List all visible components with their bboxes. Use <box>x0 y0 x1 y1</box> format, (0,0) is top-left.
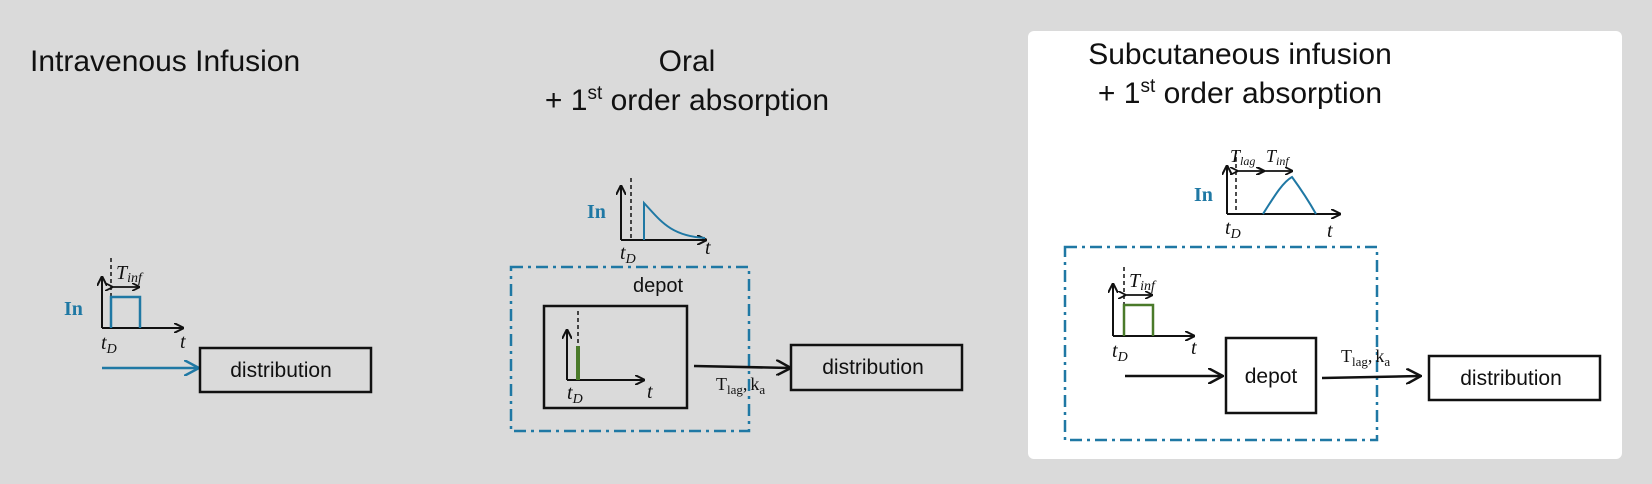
oral-title-sup: st <box>587 83 603 104</box>
oral-depot-inner-box <box>542 304 689 410</box>
oral-absorption-arrow <box>693 366 790 368</box>
sc-rate-label: Tlag,ka <box>1341 346 1390 369</box>
sc-title-suffix: order absorption <box>1155 77 1383 110</box>
iv-duration-label: Tinf <box>116 262 144 286</box>
iv-input-plot: In Tinf tD t <box>64 258 186 357</box>
sc-inner-dose-time-label: tD <box>1112 340 1128 365</box>
sc-lag-label: Tlag <box>1230 146 1255 168</box>
iv-dose-time-label: tD <box>101 332 117 357</box>
sc-title-sup: st <box>1140 76 1156 97</box>
sc-inf-label: Tinf <box>1266 146 1290 168</box>
oral-title: Oral + 1st order absorption <box>487 42 887 120</box>
sc-absorption-compartment <box>1063 245 1379 442</box>
sc-infusion-curve <box>1262 175 1317 215</box>
sc-dose-time-label: tD <box>1225 217 1241 242</box>
oral-input-plot: In tD t <box>587 178 711 267</box>
oral-depot-label: depot <box>633 275 683 297</box>
sc-title: Subcutaneous infusion + 1st order absorp… <box>1040 35 1440 113</box>
sc-title-prefix: + 1 <box>1097 77 1141 110</box>
oral-title-suffix: order absorption <box>602 84 830 117</box>
sc-input-label: In <box>1194 184 1213 206</box>
sc-absorption-arrow <box>1321 376 1420 378</box>
oral-dose-time-label: tD <box>620 242 636 267</box>
oral-bolus-plot: tD t <box>567 311 653 407</box>
sc-input-plot: In Tlag Tinf tD t <box>1194 146 1340 242</box>
sc-inner-infusion-plot: Tinf tD t <box>1112 267 1197 365</box>
oral-title-line1: Oral <box>658 45 716 78</box>
oral-title-line2: + 1st order absorption <box>487 81 887 120</box>
oral-distribution-label: distribution <box>822 356 924 379</box>
iv-distribution-label: distribution <box>230 359 332 382</box>
oral-depot-compartment <box>509 265 751 433</box>
iv-title: Intravenous Infusion <box>30 45 301 78</box>
sc-time-label: t <box>1327 220 1333 242</box>
iv-time-label: t <box>180 331 186 353</box>
iv-input-label: In <box>64 298 83 320</box>
sc-depot-label: depot <box>1245 365 1298 388</box>
subcutaneous-panel-background <box>1028 31 1622 459</box>
oral-time-label: t <box>705 237 711 259</box>
oral-title-prefix: + 1 <box>544 84 588 117</box>
sc-title-line2: + 1st order absorption <box>1040 74 1440 113</box>
iv-infusion-pulse <box>109 295 142 328</box>
oral-absorption-curve <box>643 200 706 240</box>
sc-distribution-box <box>1427 354 1602 402</box>
iv-distribution-box <box>198 346 373 394</box>
sc-inner-time-label: t <box>1191 337 1197 359</box>
oral-bolus-dose <box>576 346 580 380</box>
sc-distribution-label: distribution <box>1460 367 1562 390</box>
sc-inner-duration-label: Tinf <box>1129 270 1157 294</box>
oral-distribution-box <box>789 343 964 392</box>
oral-rate-label: Tlag,ka <box>716 374 765 397</box>
oral-inner-time-label: t <box>647 381 653 403</box>
sc-inner-infusion-pulse <box>1122 303 1155 336</box>
oral-input-label: In <box>587 201 606 223</box>
sc-depot-box <box>1224 336 1318 415</box>
sc-title-line1: Subcutaneous infusion <box>1088 38 1392 71</box>
oral-inner-dose-time-label: tD <box>567 382 583 407</box>
